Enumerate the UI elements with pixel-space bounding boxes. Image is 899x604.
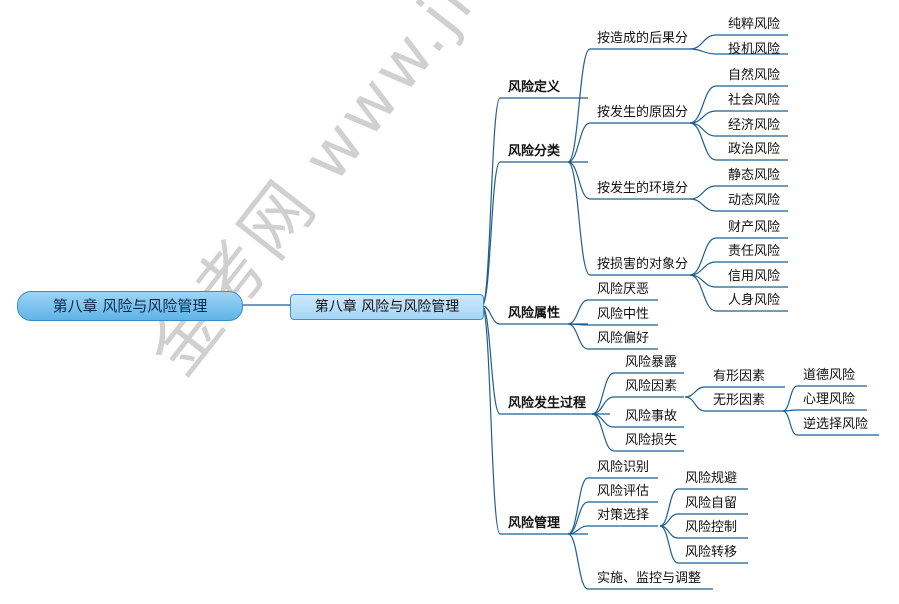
connector-line-18 [689, 237, 788, 276]
connector-line-31 [782, 385, 867, 412]
social-risk[interactable]: 社会风险 [728, 93, 781, 108]
connector-line-23 [567, 323, 658, 326]
economic-risk[interactable]: 经济风险 [728, 118, 781, 133]
connector-line-1 [481, 97, 588, 307]
connector-line-3 [481, 305, 588, 325]
liability-risk[interactable]: 责任风险 [728, 244, 781, 259]
pure-risk[interactable]: 纯粹风险 [728, 17, 781, 32]
connector-line-19 [689, 261, 788, 276]
class-by-cause[interactable]: 按发生的原因分 [597, 105, 689, 120]
adverse-selection-risk[interactable]: 逆选择风险 [803, 417, 869, 432]
connector-line-10 [689, 34, 788, 50]
connector-line-13 [689, 110, 788, 124]
speculative-risk[interactable]: 投机风险 [728, 42, 781, 57]
connector-line-29 [684, 386, 785, 398]
branch-risk-management[interactable]: 风险管理 [508, 516, 561, 531]
connector-line-30 [684, 396, 785, 412]
connector-line-33 [782, 410, 879, 436]
risk-assessment[interactable]: 风险评估 [597, 484, 650, 499]
connector-line-21 [689, 274, 788, 312]
political-risk[interactable]: 政治风险 [728, 142, 781, 157]
intangible-factor[interactable]: 无形因素 [713, 393, 766, 408]
risk-seeking[interactable]: 风险偏好 [597, 331, 650, 346]
connector-line-36 [567, 525, 658, 535]
connector-line-35 [567, 501, 658, 535]
risk-control[interactable]: 风险控制 [685, 520, 738, 535]
branch-risk-process[interactable]: 风险发生过程 [508, 396, 587, 411]
connector-line-16 [689, 185, 788, 200]
risk-factor[interactable]: 风险因素 [625, 379, 678, 394]
connector-line-34 [567, 477, 658, 535]
connector-line-6 [567, 48, 690, 163]
risk-avoidance[interactable]: 风险规避 [685, 471, 738, 486]
connector-line-12 [689, 85, 788, 124]
moral-hazard[interactable]: 道德风险 [803, 368, 856, 383]
credit-risk[interactable]: 信用风险 [728, 269, 781, 284]
branch-risk-attribute[interactable]: 风险属性 [508, 306, 561, 321]
root-node[interactable]: 第八章 风险与风险管理 [17, 291, 243, 321]
dynamic-risk[interactable]: 动态风险 [728, 193, 781, 208]
connector-line-28 [591, 413, 684, 452]
connector-line-26 [591, 396, 684, 415]
branch-risk-definition[interactable]: 风险定义 [508, 80, 561, 95]
center-node[interactable]: 第八章 风险与风险管理 [290, 294, 484, 320]
class-by-environment[interactable]: 按发生的环境分 [597, 181, 689, 196]
implementation-monitoring[interactable]: 实施、监控与调整 [597, 571, 702, 586]
connector-line-38 [659, 488, 748, 527]
connector-line-32 [782, 409, 867, 412]
natural-risk[interactable]: 自然风险 [728, 68, 781, 83]
personal-risk[interactable]: 人身风险 [728, 293, 781, 308]
class-by-object[interactable]: 按损害的对象分 [597, 257, 689, 272]
branch-risk-classification[interactable]: 风险分类 [508, 144, 561, 159]
connector-line-4 [481, 305, 610, 415]
connector-line-22 [567, 299, 658, 325]
class-by-consequence[interactable]: 按造成的后果分 [597, 31, 689, 46]
connector-line-15 [689, 122, 788, 161]
connector-line-2 [481, 161, 588, 307]
risk-identification[interactable]: 风险识别 [597, 460, 650, 475]
connector-line-37 [567, 533, 713, 590]
connector-line-39 [659, 513, 748, 527]
property-risk[interactable]: 财产风险 [728, 220, 781, 235]
tangible-factor[interactable]: 有形因素 [713, 369, 766, 384]
risk-averse[interactable]: 风险厌恶 [597, 282, 650, 297]
strategy-selection[interactable]: 对策选择 [597, 508, 650, 523]
risk-accident[interactable]: 风险事故 [625, 409, 678, 424]
risk-loss[interactable]: 风险损失 [625, 433, 678, 448]
connector-line-9 [567, 161, 690, 276]
risk-neutral[interactable]: 风险中性 [597, 307, 650, 322]
connector-line-7 [567, 122, 690, 163]
risk-transfer[interactable]: 风险转移 [685, 545, 738, 560]
connector-line-5 [481, 305, 588, 535]
risk-exposure[interactable]: 风险暴露 [625, 355, 678, 370]
morale-hazard[interactable]: 心理风险 [803, 392, 856, 407]
static-risk[interactable]: 静态风险 [728, 168, 781, 183]
connector-line-41 [659, 525, 748, 564]
connector-line-11 [689, 48, 788, 55]
connector-line-25 [591, 372, 684, 415]
connector-line-8 [567, 161, 690, 200]
risk-retention[interactable]: 风险自留 [685, 496, 738, 511]
connector-line-24 [567, 323, 658, 350]
connector-line-17 [689, 198, 788, 212]
